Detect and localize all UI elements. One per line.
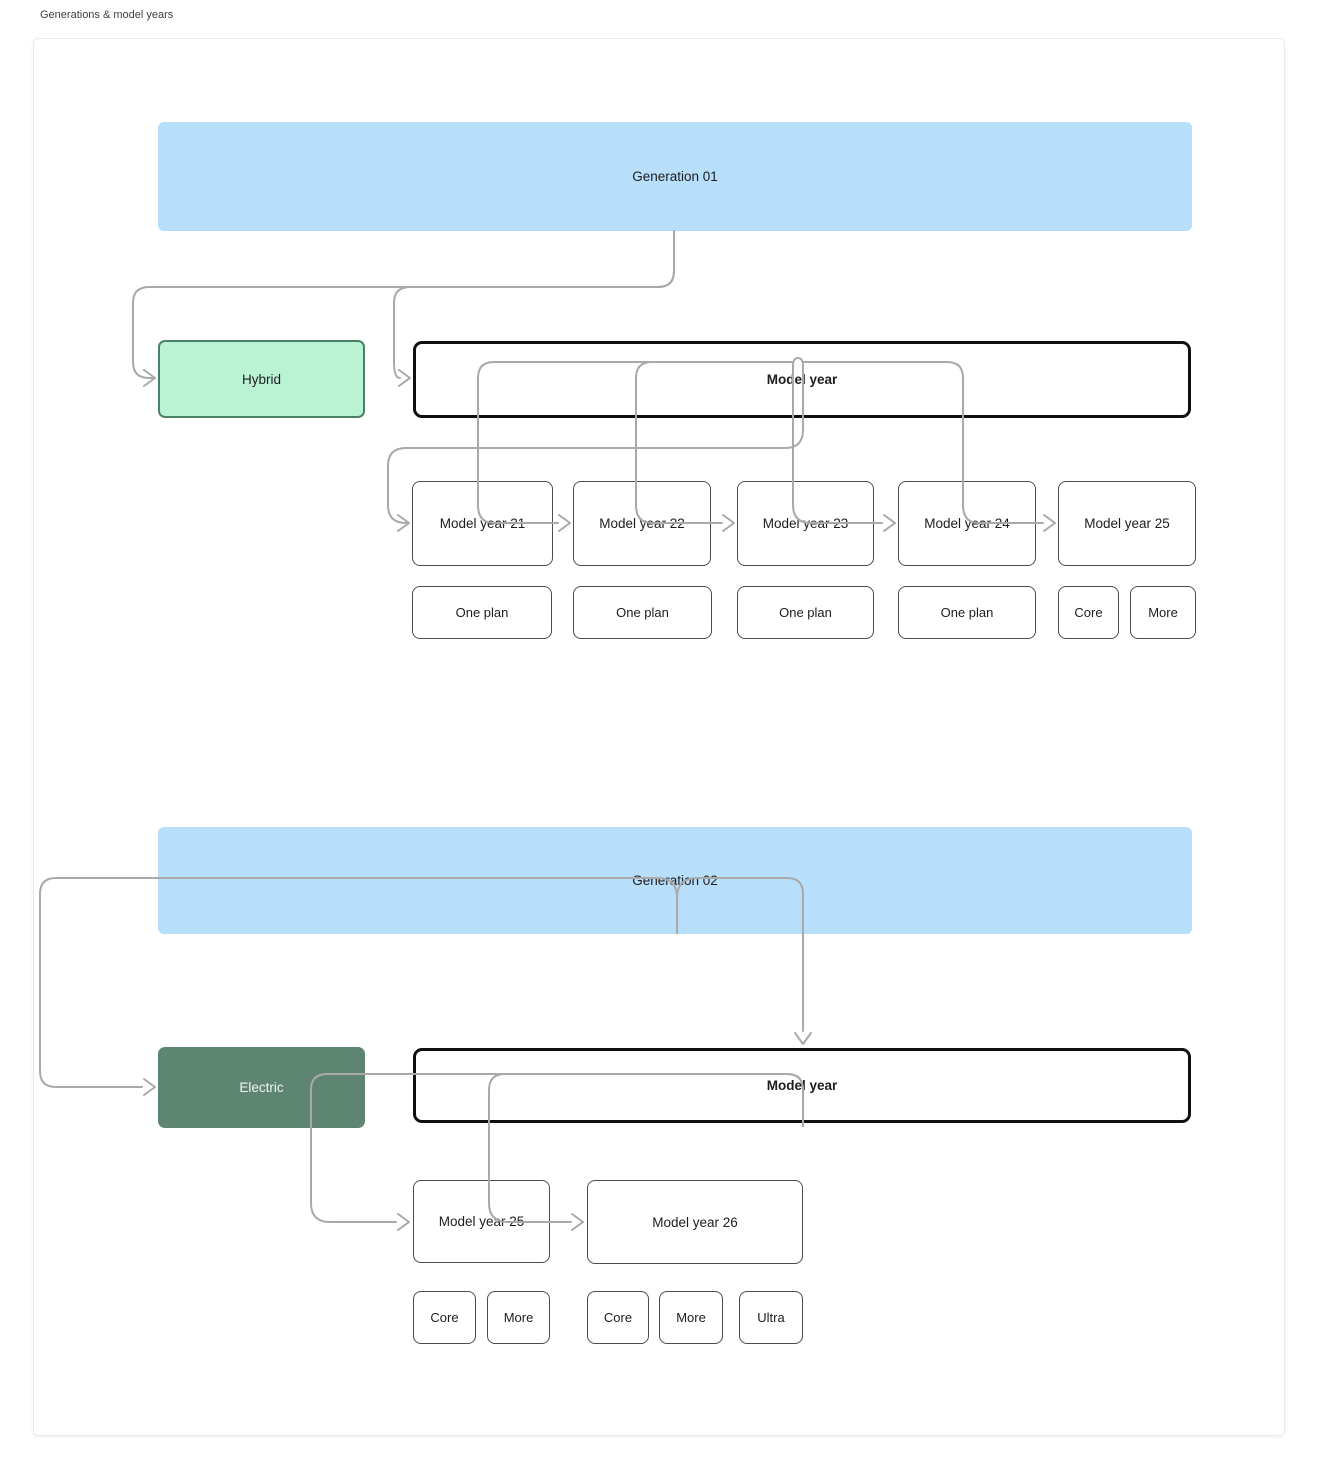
plan-label: One plan bbox=[616, 605, 669, 620]
generation-01-label: Generation 01 bbox=[632, 169, 718, 184]
model-year-23-node[interactable]: Model year 23 bbox=[737, 481, 874, 566]
hybrid-label: Hybrid bbox=[241, 371, 281, 387]
plan-one-plan-23[interactable]: One plan bbox=[737, 586, 874, 639]
model-year-26-node[interactable]: Model year 26 bbox=[587, 1180, 803, 1264]
plan-label: Core bbox=[430, 1310, 459, 1325]
model-year-22-node[interactable]: Model year 22 bbox=[573, 481, 711, 566]
model-year-24-label: Model year 24 bbox=[924, 516, 1010, 531]
model-year-25b-node[interactable]: Model year 25 bbox=[413, 1180, 550, 1263]
page-title: Generations & model years bbox=[40, 9, 174, 21]
generation-01-node[interactable]: Generation 01 bbox=[158, 122, 1192, 231]
model-year-25b-label: Model year 25 bbox=[438, 1214, 525, 1229]
plan-one-plan-22[interactable]: One plan bbox=[573, 586, 712, 639]
model-year-21-label: Model year 21 bbox=[439, 516, 526, 531]
model-year-group-2-label: Model year bbox=[766, 1078, 838, 1093]
plan-core-25b[interactable]: Core bbox=[413, 1291, 476, 1344]
plan-core-26[interactable]: Core bbox=[587, 1291, 649, 1344]
plan-label: One plan bbox=[940, 605, 994, 620]
electric-label: Electric bbox=[239, 1080, 284, 1095]
plan-label: More bbox=[676, 1310, 706, 1325]
plan-one-plan-24[interactable]: One plan bbox=[898, 586, 1036, 639]
plan-more-25[interactable]: More bbox=[1130, 586, 1196, 639]
model-year-25-node[interactable]: Model year 25 bbox=[1058, 481, 1196, 566]
model-year-24-node[interactable]: Model year 24 bbox=[898, 481, 1036, 566]
generation-02-label: Generation 02 bbox=[632, 873, 718, 888]
electric-node[interactable]: Electric bbox=[158, 1047, 365, 1128]
plan-label: Ultra bbox=[757, 1310, 785, 1325]
model-year-26-label: Model year 26 bbox=[652, 1214, 738, 1230]
plan-ultra-26[interactable]: Ultra bbox=[739, 1291, 803, 1344]
plan-label: Core bbox=[1074, 605, 1103, 620]
hybrid-node[interactable]: Hybrid bbox=[158, 340, 365, 418]
model-year-group-2[interactable]: Model year bbox=[413, 1048, 1191, 1123]
model-year-23-label: Model year 23 bbox=[762, 516, 849, 531]
model-year-22-label: Model year 22 bbox=[599, 516, 685, 531]
plan-label: One plan bbox=[779, 605, 832, 620]
model-year-21-node[interactable]: Model year 21 bbox=[412, 481, 553, 566]
plan-label: One plan bbox=[455, 605, 509, 620]
plan-label: More bbox=[503, 1310, 534, 1325]
plan-one-plan-21[interactable]: One plan bbox=[412, 586, 552, 639]
plan-more-25b[interactable]: More bbox=[487, 1291, 550, 1344]
model-year-group-1[interactable]: Model year bbox=[413, 341, 1191, 418]
model-year-25-label: Model year 25 bbox=[1084, 516, 1170, 531]
generation-02-node[interactable]: Generation 02 bbox=[158, 827, 1192, 934]
plan-more-26[interactable]: More bbox=[659, 1291, 723, 1344]
plan-label: More bbox=[1148, 605, 1178, 620]
plan-core-25[interactable]: Core bbox=[1058, 586, 1119, 639]
plan-label: Core bbox=[603, 1310, 633, 1325]
model-year-group-1-label: Model year bbox=[766, 372, 838, 387]
